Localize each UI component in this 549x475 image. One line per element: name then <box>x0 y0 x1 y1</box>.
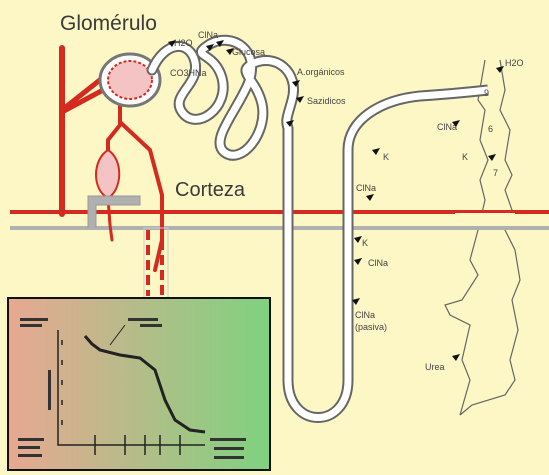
segment-number-6: 6 <box>488 124 493 134</box>
label-a-organicos: A.orgánicos <box>297 67 345 77</box>
segment-number-9: 9 <box>484 88 489 98</box>
label-k-3: K <box>462 152 468 162</box>
label-clna-1: ClNa <box>198 30 218 40</box>
label-co3hna: CO3HNa <box>170 68 207 78</box>
arrow-pointer-icon <box>372 148 380 155</box>
arrow-pointer-icon <box>354 236 362 243</box>
label-h2o-2: H2O <box>505 58 524 68</box>
title-glomerulo: Glomérulo <box>60 12 157 35</box>
arrow-pointer-icon <box>354 258 362 265</box>
label-s-azidicos: Sazidicos <box>307 96 346 106</box>
label-k-1: K <box>383 152 389 162</box>
label-urea: Urea <box>425 362 445 372</box>
label-k-2: K <box>362 238 368 248</box>
label-h2o-1: H2O <box>174 38 193 48</box>
label-pasiva: (pasiva) <box>355 322 387 332</box>
label-clna-5: ClNa <box>355 310 375 320</box>
peritubular-capillary <box>96 150 119 198</box>
arrow-pointer-icon <box>366 194 374 201</box>
collecting-duct <box>445 60 520 415</box>
glomerular-tuft <box>108 61 152 99</box>
label-clna-4: ClNa <box>368 258 388 268</box>
label-glucosa: Glucosa <box>232 47 265 57</box>
loop-of-henle <box>288 90 488 418</box>
inset-chart <box>8 298 270 470</box>
arrow-pointer-icon <box>452 354 460 361</box>
segment-number-7: 7 <box>493 168 498 178</box>
label-clna-3: ClNa <box>356 183 376 193</box>
arrow-pointer-icon <box>496 66 504 73</box>
label-corteza: Corteza <box>175 179 246 201</box>
arrow-pointer-icon <box>488 154 496 161</box>
border-gap <box>455 213 515 226</box>
